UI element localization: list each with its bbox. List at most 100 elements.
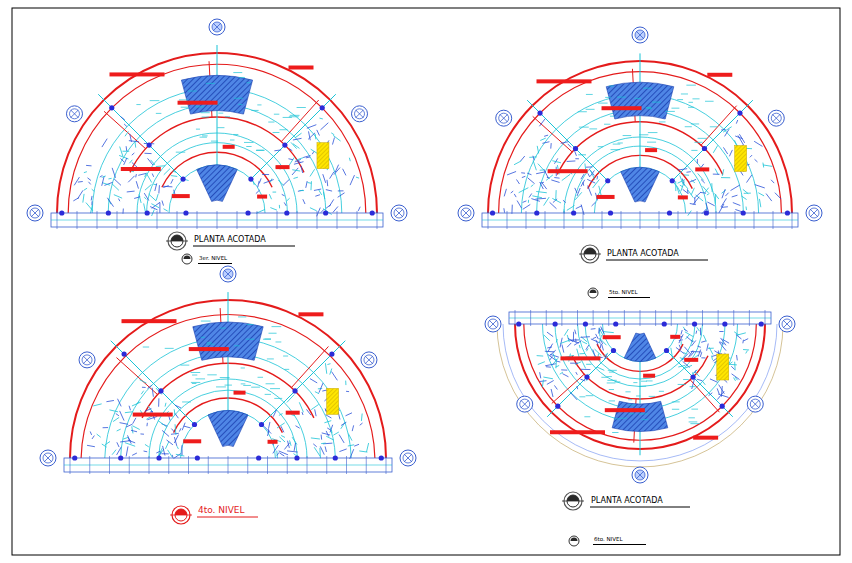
dimension-tick [228,456,229,474]
room-detail [537,146,538,154]
red-marker [603,335,621,339]
room-detail [561,369,567,370]
room-detail [270,208,277,211]
room-detail [284,202,286,205]
room-detail [701,164,704,168]
room-detail [532,196,542,198]
room-detail [124,158,127,165]
red-marker [298,312,323,316]
room-detail [207,374,216,375]
room-detail [112,168,115,178]
room-detail [311,404,318,409]
room-detail [156,194,158,200]
dimension-tick [157,211,158,229]
column [667,210,672,215]
room-detail [546,366,551,367]
room-detail [613,144,621,145]
room-detail [725,193,728,196]
room-detail [609,372,614,373]
room-detail [747,175,752,183]
room-detail [575,158,579,159]
room-detail [84,171,87,173]
column [195,455,200,460]
room-detail [196,129,200,130]
room-detail [598,328,600,334]
room-detail [171,179,173,184]
room-detail [341,422,346,425]
red-marker [597,195,615,199]
room-detail [269,333,277,334]
grid-bubble [632,467,648,483]
room-detail [579,396,585,397]
room-detail [152,174,153,177]
room-detail [171,429,174,432]
room-detail [555,359,556,368]
room-detail [718,394,728,397]
room-detail [684,347,690,354]
room-detail [120,147,123,157]
plan-line [262,341,346,425]
room-detail [581,180,585,187]
red-marker [276,165,290,169]
dimension-tick [208,456,209,474]
title-symbol [567,495,579,501]
column [737,110,742,115]
room-detail [314,189,321,190]
room-detail [162,430,169,436]
grid-bubble [771,113,781,123]
room-detail [283,117,292,118]
room-detail [272,326,282,327]
column [180,176,185,181]
room-detail [577,188,580,196]
room-detail [326,415,332,418]
room-detail [581,359,586,368]
room-detail [529,193,532,197]
room-detail [685,126,692,127]
column [573,146,578,151]
room-detail [129,160,132,164]
column [534,210,539,215]
room-detail [736,120,737,124]
room-detail [713,174,720,175]
room-detail [550,202,557,208]
room-detail [173,171,176,172]
room-detail [567,343,571,347]
room-detail [346,391,349,392]
room-detail [648,132,658,133]
grid-bubble [809,208,819,218]
room-detail [582,342,587,344]
dimension-tick [197,211,198,229]
dimension-tick [765,310,766,326]
dimension-tick [564,211,565,229]
red-marker [707,73,732,77]
room-detail [608,370,617,371]
room-detail [629,413,634,414]
room-detail [503,208,505,212]
room-detail [295,133,301,138]
room-detail [586,94,593,95]
room-detail [684,329,688,331]
column [611,348,616,353]
room-detail [596,176,598,179]
room-detail [301,166,303,173]
room-detail [603,332,614,333]
room-detail [552,198,561,203]
room-detail [741,196,746,200]
room-detail [605,97,611,98]
room-detail [134,141,136,147]
hatched-core [197,165,238,201]
dimension-tick [346,456,347,474]
room-detail [293,138,302,140]
room-detail [639,413,648,414]
room-detail [723,127,731,132]
room-detail [579,127,589,128]
grid-bubble [768,110,784,126]
room-detail [128,176,134,183]
title-underline [606,260,708,261]
room-detail [253,181,254,185]
wall [291,346,328,387]
room-detail [576,386,578,389]
title-symbol [166,241,188,242]
room-detail [284,369,289,370]
room-detail [152,202,160,208]
